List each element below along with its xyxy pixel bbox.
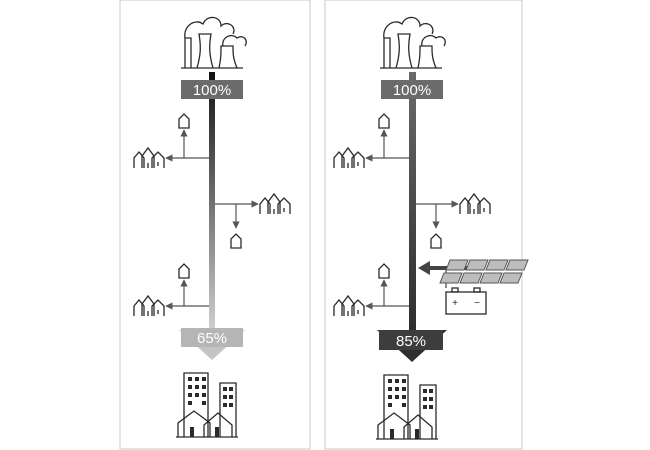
top-percentage-label: 100% <box>193 82 231 99</box>
bottom-percentage-box <box>181 328 243 347</box>
branch-3 <box>365 279 409 310</box>
panel-without-storage: 100% 65% <box>119 0 311 450</box>
bottom-percentage-label: 85% <box>396 333 426 350</box>
branch-1 <box>165 129 209 162</box>
top-percentage-box <box>381 80 443 99</box>
bottom-percentage-label: 65% <box>197 330 227 347</box>
panel-frame <box>324 0 523 450</box>
branch-2 <box>215 200 259 229</box>
branch-2 <box>416 200 459 229</box>
power-line <box>409 72 416 332</box>
bottom-percentage-box <box>379 330 443 350</box>
branch-3 <box>165 279 209 310</box>
panel-with-storage: 100% 85% <box>324 0 529 450</box>
top-percentage-box <box>181 80 243 99</box>
branch-1 <box>365 129 409 162</box>
power-line <box>209 72 215 332</box>
top-percentage-label: 100% <box>393 82 431 99</box>
